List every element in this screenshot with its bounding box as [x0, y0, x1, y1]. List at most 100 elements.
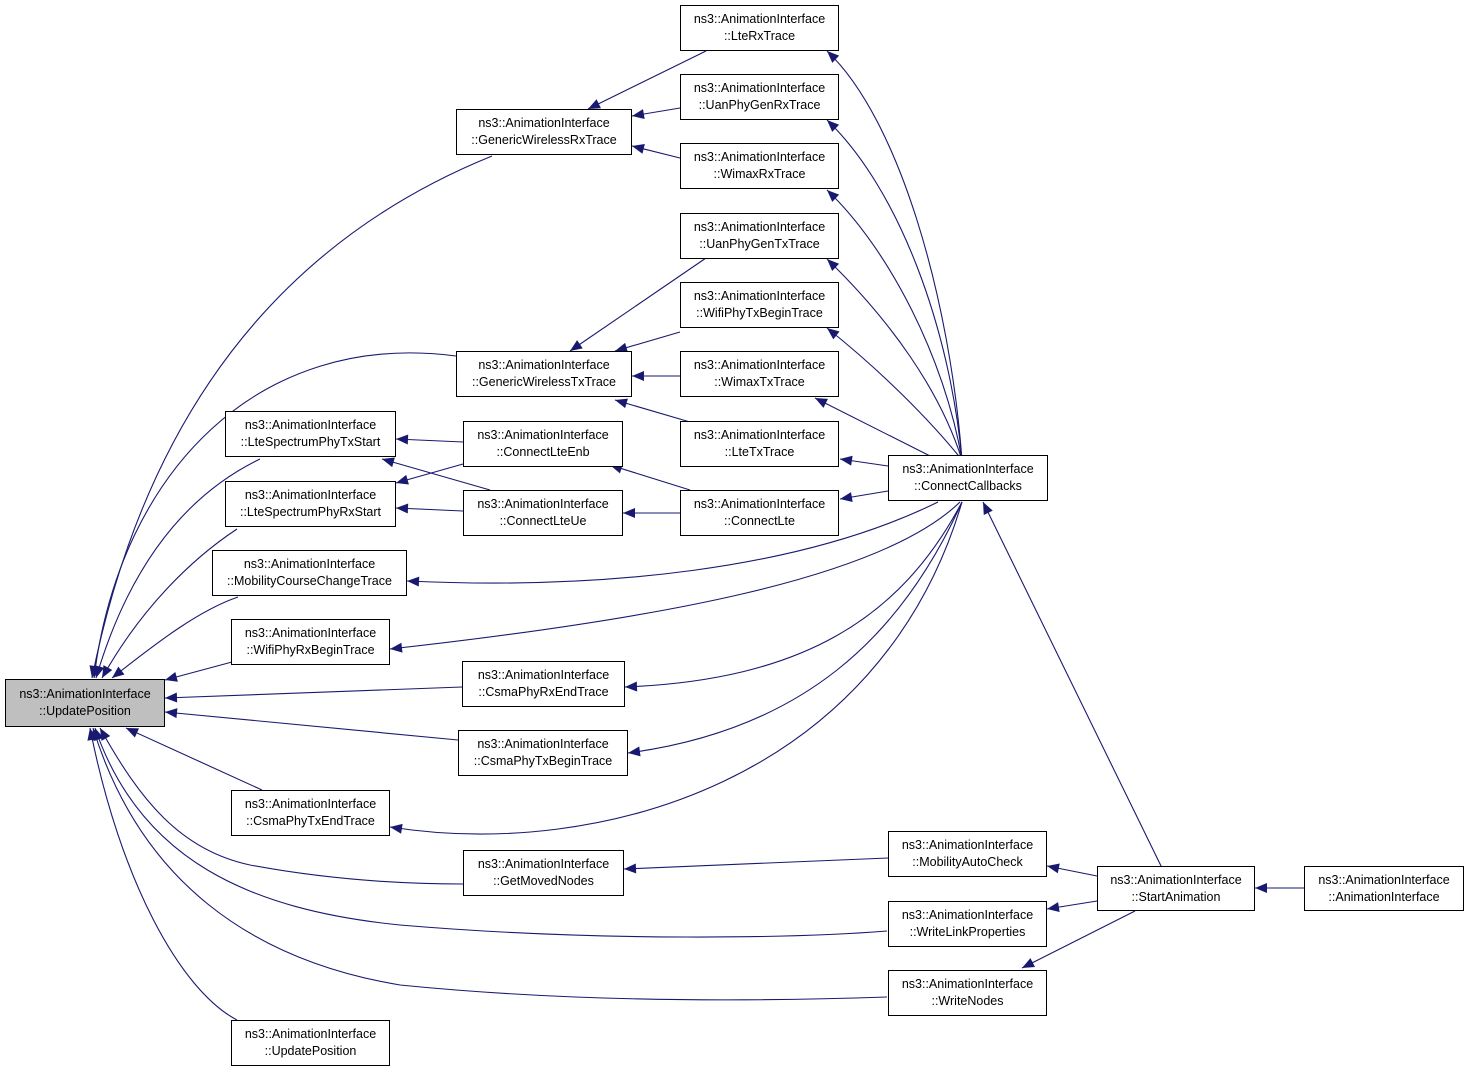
node-line2: ::ConnectLteEnb: [496, 445, 590, 459]
node-generic-wireless-tx-trace[interactable]: ns3::AnimationInterface ::GenericWireles…: [456, 351, 632, 397]
edge-cc-to-lte-tx-trace: [839, 455, 889, 467]
node-line2: ::MobilityCourseChangeTrace: [227, 574, 392, 588]
edge-csma-rx-end-to-root: [164, 686, 463, 703]
edge-cc-to-csma-rx-end: [624, 501, 963, 692]
node-line2: ::WimaxTxTrace: [714, 375, 805, 389]
edge-cc-to-connect-lte: [839, 490, 889, 502]
node-line2: ::GenericWirelessRxTrace: [471, 133, 617, 147]
node-line2: ::UanPhyGenRxTrace: [698, 98, 821, 112]
node-line1: ns3::AnimationInterface: [693, 81, 826, 95]
edge-connect-lte-enb-to-lte-tx-start: [395, 434, 464, 445]
edge-generic-rx-to-root: [89, 155, 493, 679]
node-line1: ns3::AnimationInterface: [693, 428, 826, 442]
edge-connect-lte-to-connect-lte-enb: [609, 463, 691, 491]
node-line1: ns3::AnimationInterface: [244, 797, 377, 811]
node-line2: ::GetMovedNodes: [493, 874, 594, 888]
edge-cc-to-mobility-course: [406, 501, 939, 587]
node-lte-tx-trace[interactable]: ns3::AnimationInterface ::LteTxTrace: [680, 421, 839, 467]
edge-start-to-mobility-auto: [1046, 863, 1098, 877]
edge-connect-lte-ue-to-lte-rx-start: [395, 503, 464, 514]
node-lte-spectrum-phy-rx-start[interactable]: ns3::AnimationInterface ::LteSpectrumPhy…: [225, 481, 396, 527]
node-mobility-course-change-trace[interactable]: ns3::AnimationInterface ::MobilityCourse…: [212, 550, 407, 596]
node-start-animation[interactable]: ns3::AnimationInterface ::StartAnimation: [1097, 866, 1255, 911]
node-line1: ns3::AnimationInterface: [244, 1027, 377, 1041]
node-line2: ::LteTxTrace: [724, 445, 795, 459]
edge-uan-tx-to-generic-tx: [569, 257, 707, 352]
edge-generic-tx-to-root: [90, 352, 457, 679]
edge-connect-lte-enb-to-lte-rx-start: [395, 463, 464, 485]
node-line2: ::LteRxTrace: [723, 29, 796, 43]
node-line2: ::WifiPhyRxBeginTrace: [246, 643, 375, 657]
edge-write-link-to-root: [94, 727, 888, 938]
node-line1: ns3::AnimationInterface: [901, 908, 1034, 922]
edge-start-to-connect-callbacks: [982, 501, 1164, 871]
node-get-moved-nodes[interactable]: ns3::AnimationInterface ::GetMovedNodes: [463, 850, 624, 896]
node-line1: ns3::AnimationInterface: [244, 418, 377, 432]
node-line2: ::WriteNodes: [931, 994, 1004, 1008]
node-line1: ns3::AnimationInterface: [244, 488, 377, 502]
node-connect-callbacks[interactable]: ns3::AnimationInterface ::ConnectCallbac…: [888, 455, 1048, 501]
node-lte-spectrum-phy-tx-start[interactable]: ns3::AnimationInterface ::LteSpectrumPhy…: [225, 411, 396, 457]
node-connect-lte-ue[interactable]: ns3::AnimationInterface ::ConnectLteUe: [463, 490, 623, 536]
node-connect-lte[interactable]: ns3::AnimationInterface ::ConnectLte: [680, 490, 839, 536]
node-line1: ns3::AnimationInterface: [901, 838, 1034, 852]
node-line1: ns3::AnimationInterface: [243, 557, 376, 571]
node-csma-phy-tx-begin-trace[interactable]: ns3::AnimationInterface ::CsmaPhyTxBegin…: [458, 730, 628, 776]
edge-csma-tx-begin-to-root: [164, 708, 459, 741]
node-csma-phy-rx-end-trace[interactable]: ns3::AnimationInterface ::CsmaPhyRxEndTr…: [462, 661, 625, 707]
edge-start-to-write-nodes: [1021, 910, 1136, 969]
edge-connect-lte-ue-to-lte-tx-start: [381, 457, 491, 491]
node-line1: ns3::AnimationInterface: [478, 358, 610, 372]
node-line2: ::CsmaPhyTxBeginTrace: [473, 754, 613, 768]
node-animation-interface-ctor[interactable]: ns3::AnimationInterface ::AnimationInter…: [1304, 866, 1464, 911]
edge-cc-to-wifi-tx: [826, 327, 963, 461]
edge-lte-tx-trace-to-generic-tx: [614, 398, 691, 423]
node-line2: ::CsmaPhyRxEndTrace: [478, 685, 609, 699]
node-wimax-rx-trace[interactable]: ns3::AnimationInterface ::WimaxRxTrace: [680, 143, 839, 189]
node-line1: ns3::AnimationInterface: [901, 977, 1034, 991]
node-line1: ns3::AnimationInterface: [902, 462, 1034, 476]
node-line1: ns3::AnimationInterface: [693, 150, 826, 164]
edge-lte-rx-trace-to-generic-rx: [587, 50, 707, 110]
node-write-link-properties[interactable]: ns3::AnimationInterface ::WriteLinkPrope…: [888, 901, 1047, 947]
node-wifi-phy-rx-begin-trace[interactable]: ns3::AnimationInterface ::WifiPhyRxBegin…: [231, 619, 390, 665]
node-write-nodes[interactable]: ns3::AnimationInterface ::WriteNodes: [888, 970, 1047, 1016]
node-line2: ::CsmaPhyTxEndTrace: [246, 814, 375, 828]
node-uan-phy-gen-rx-trace[interactable]: ns3::AnimationInterface ::UanPhyGenRxTra…: [680, 74, 839, 120]
edge-cc-to-lte-rx-trace: [826, 50, 963, 461]
node-line1: ns3::AnimationInterface: [477, 857, 610, 871]
edge-write-nodes-to-root: [91, 727, 888, 1001]
node-line2: ::ConnectCallbacks: [914, 479, 1022, 493]
node-wimax-tx-trace[interactable]: ns3::AnimationInterface ::WimaxTxTrace: [680, 351, 839, 397]
node-line1: ns3::AnimationInterface: [693, 220, 826, 234]
edge-cc-to-csma-tx-end: [389, 501, 963, 835]
node-lte-rx-trace[interactable]: ns3::AnimationInterface ::LteRxTrace: [680, 5, 839, 51]
node-line1: ns3::AnimationInterface: [244, 626, 377, 640]
edge-cc-to-uan-rx: [826, 119, 963, 461]
edge-cc-to-wimax-rx: [826, 189, 963, 461]
node-line1: ns3::AnimationInterface: [693, 497, 826, 511]
edge-cc-to-wimax-tx: [814, 397, 939, 461]
node-line2: ::AnimationInterface: [1328, 889, 1440, 904]
edge-cc-to-uan-tx: [826, 258, 963, 461]
node-connect-lte-enb[interactable]: ns3::AnimationInterface ::ConnectLteEnb: [463, 421, 623, 467]
node-line1: ns3::AnimationInterface: [477, 428, 609, 442]
node-uan-phy-gen-tx-trace[interactable]: ns3::AnimationInterface ::UanPhyGenTxTra…: [680, 213, 839, 259]
node-line2: ::UpdatePosition: [264, 1044, 357, 1058]
node-line2: ::UpdatePosition: [39, 704, 131, 718]
node-line2: ::ConnectLte: [724, 514, 795, 528]
node-generic-wireless-rx-trace[interactable]: ns3::AnimationInterface ::GenericWireles…: [456, 109, 632, 155]
node-csma-phy-tx-end-trace[interactable]: ns3::AnimationInterface ::CsmaPhyTxEndTr…: [231, 790, 390, 836]
node-wifi-phy-tx-begin-trace[interactable]: ns3::AnimationInterface ::WifiPhyTxBegin…: [680, 282, 839, 328]
node-line1: ns3::AnimationInterface: [477, 668, 610, 682]
edge-csma-tx-end-to-root: [125, 727, 263, 791]
node-mobility-auto-check[interactable]: ns3::AnimationInterface ::MobilityAutoCh…: [888, 831, 1047, 877]
edge-get-moved-to-root: [99, 727, 464, 885]
node-update-position-overload[interactable]: ns3::AnimationInterface ::UpdatePosition: [231, 1020, 390, 1066]
edge-lte-rx-start-to-root: [101, 528, 238, 679]
node-line2: ::LteSpectrumPhyRxStart: [239, 505, 382, 519]
node-line2: ::ConnectLteUe: [499, 514, 587, 528]
edge-lte-tx-start-to-root: [94, 458, 261, 679]
node-line2: ::WifiPhyTxBeginTrace: [696, 306, 823, 320]
